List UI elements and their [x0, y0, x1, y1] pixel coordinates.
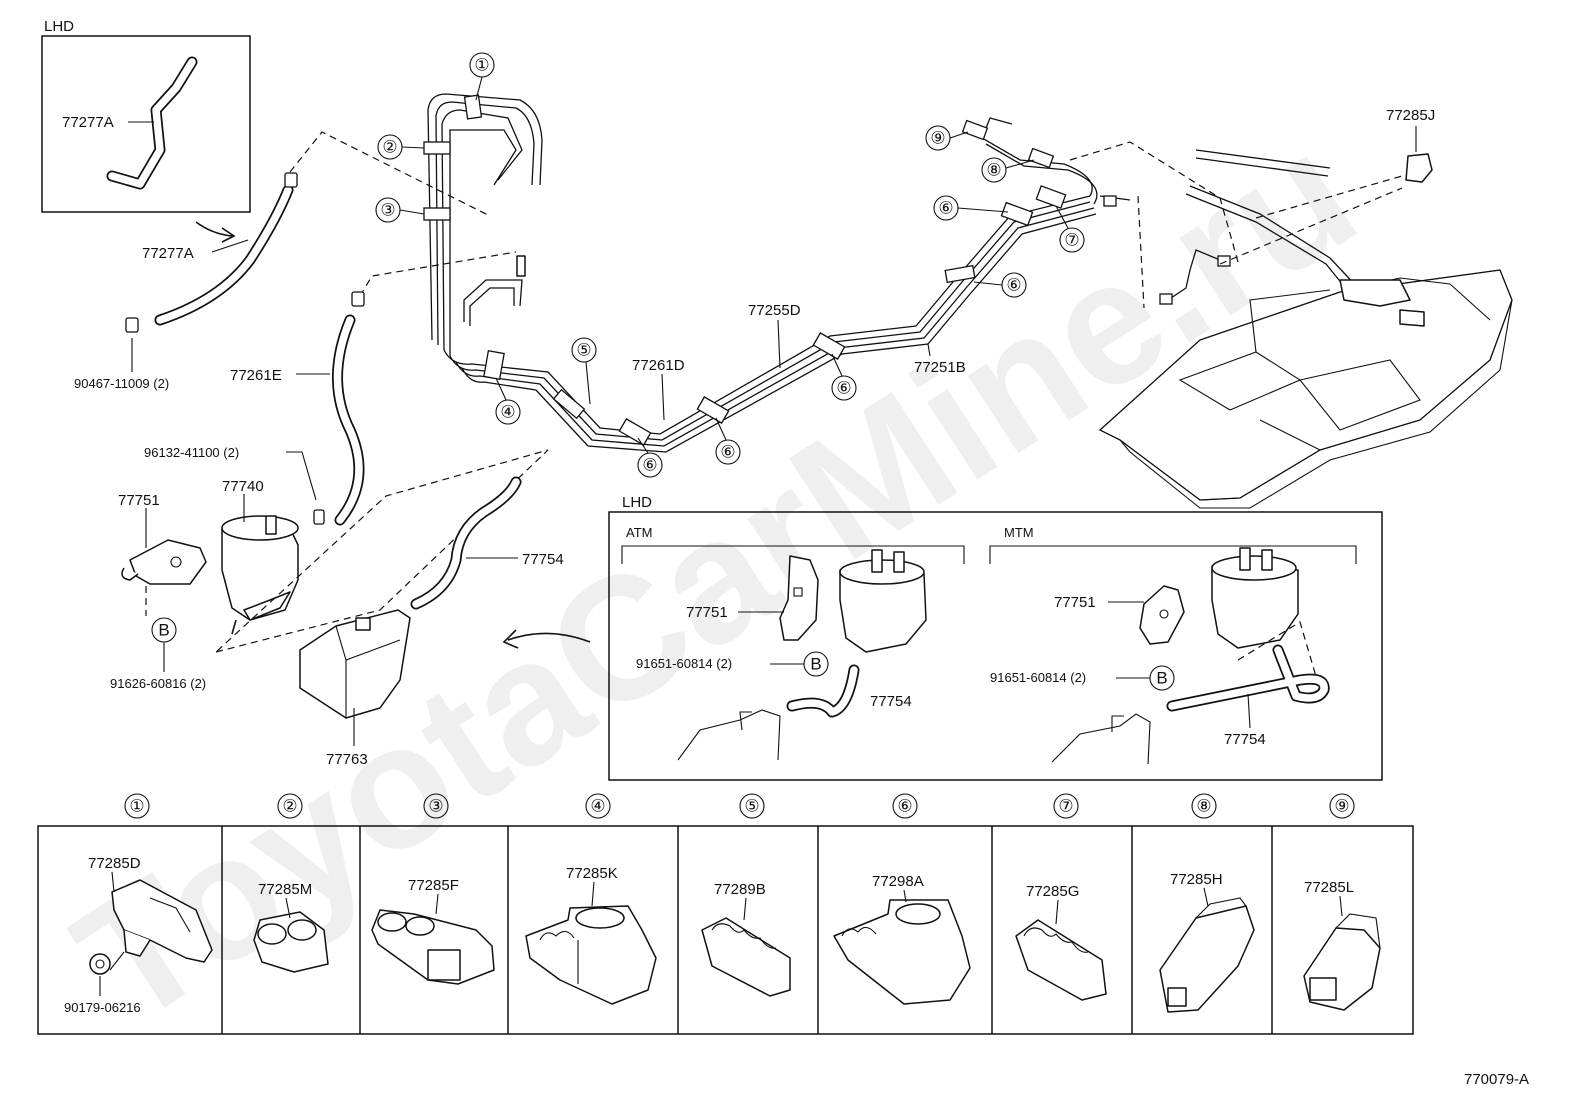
part-label-77763: 77763 — [326, 751, 368, 768]
reservoir-77763[interactable] — [299, 609, 411, 719]
svg-text:⑥: ⑥ — [720, 443, 735, 462]
svg-text:④: ④ — [500, 403, 515, 422]
hose-77277a[interactable] — [154, 184, 294, 326]
svg-text:⑧: ⑧ — [986, 161, 1001, 180]
part-label-77261d: 77261D — [632, 357, 685, 374]
svg-text:⑥: ⑥ — [836, 379, 851, 398]
mtm-canister[interactable] — [1211, 547, 1299, 649]
mtm-label-77751: 77751 — [1054, 594, 1096, 611]
part-label-77751: 77751 — [118, 492, 160, 509]
part-label-90467: 90467-11009 (2) — [74, 376, 169, 391]
hose-77277a-inset[interactable] — [106, 56, 198, 190]
mtm-bracket-77751[interactable] — [1139, 585, 1185, 645]
atm-canister[interactable] — [839, 549, 927, 653]
nut-90179-icon — [89, 953, 111, 975]
callouts: ① ② ③ ④ ⑤ ⑥ ⑥ ⑥ ⑥ ⑥ ⑦ ⑧ ⑨ — [375, 52, 1085, 478]
hose-77754[interactable] — [410, 476, 522, 610]
clamp-77285d[interactable] — [111, 879, 213, 963]
tank-pipes — [1099, 149, 1425, 327]
atm-label-77751: 77751 — [686, 604, 728, 621]
lhd-box-label: LHD — [622, 494, 652, 511]
part-label-77285d: 77285D — [88, 855, 141, 872]
atm-ref-b: B — [810, 655, 821, 674]
part-label-90179: 90179-06216 — [64, 1000, 141, 1015]
atm-hose-77754[interactable] — [786, 664, 860, 718]
lhd-inset-label: LHD — [44, 18, 74, 35]
clamp-table — [37, 825, 1414, 1035]
arrow-left-icon — [507, 632, 591, 643]
diagram-code: 770079-A — [1464, 1071, 1529, 1088]
mtm-label-91651: 91651-60814 (2) — [990, 670, 1086, 685]
svg-text:⑧: ⑧ — [1196, 797, 1211, 816]
part-label-77285k: 77285K — [566, 865, 618, 882]
hose-clip-icon — [125, 317, 139, 333]
svg-text:⑥: ⑥ — [897, 797, 912, 816]
svg-text:⑦: ⑦ — [1064, 231, 1079, 250]
svg-text:⑤: ⑤ — [744, 797, 759, 816]
svg-text:①: ① — [474, 56, 489, 75]
part-label-77289b: 77289B — [714, 881, 766, 898]
part-label-77285m: 77285M — [258, 881, 312, 898]
clamp-77285m[interactable] — [253, 911, 329, 973]
clamp-77285h[interactable] — [1159, 897, 1255, 1013]
canister-77740[interactable] — [221, 515, 299, 635]
part-label-77255d: 77255D — [748, 302, 801, 319]
part-label-77285j: 77285J — [1386, 107, 1435, 124]
part-label-77285l: 77285L — [1304, 879, 1354, 896]
part-label-77298a: 77298A — [872, 873, 924, 890]
clamp-77285l[interactable] — [1303, 913, 1381, 1011]
lhd-inset: LHD 77277A — [41, 18, 251, 213]
clamp-77298a[interactable] — [833, 899, 971, 1005]
part-label-77261e: 77261E — [230, 367, 282, 384]
atm-label-91651: 91651-60814 (2) — [636, 656, 732, 671]
part-label-96132: 96132-41100 (2) — [144, 445, 239, 460]
svg-text:⑦: ⑦ — [1058, 797, 1073, 816]
atm-bracket-77751[interactable] — [779, 555, 819, 641]
part-label-77740: 77740 — [222, 478, 264, 495]
svg-text:⑤: ⑤ — [576, 341, 591, 360]
clamp-77285g[interactable] — [1015, 919, 1107, 1001]
part-label-91626: 91626-60816 (2) — [110, 676, 206, 691]
clamp-77285k[interactable] — [525, 905, 657, 1005]
svg-text:③: ③ — [380, 201, 395, 220]
mtm-hose-77754[interactable] — [1166, 644, 1330, 712]
hose-clip-icon — [284, 172, 298, 188]
part-label-77754: 77754 — [522, 551, 564, 568]
mtm-label-77754: 77754 — [1224, 731, 1266, 748]
mtm-label: MTM — [1004, 525, 1034, 540]
part-label-77285f: 77285F — [408, 877, 459, 894]
svg-text:②: ② — [282, 797, 297, 816]
curved-arrow-icon — [195, 221, 233, 237]
svg-text:⑨: ⑨ — [1334, 797, 1349, 816]
part-label-77251b: 77251B — [914, 359, 966, 376]
atm-label-77754: 77754 — [870, 693, 912, 710]
mtm-ref-b: B — [1156, 669, 1167, 688]
atm-label: ATM — [626, 525, 652, 540]
clamp-77285f[interactable] — [371, 909, 495, 985]
lhd-box — [608, 511, 1383, 781]
fuel-lines[interactable] — [427, 93, 1098, 453]
svg-text:⑥: ⑥ — [1006, 276, 1021, 295]
part-label-77277a-inset: 77277A — [62, 114, 114, 131]
svg-text:⑥: ⑥ — [642, 456, 657, 475]
part-label-77277a: 77277A — [142, 245, 194, 262]
svg-text:④: ④ — [590, 797, 605, 816]
clip-77285j[interactable] — [1405, 153, 1433, 183]
part-label-77285h: 77285H — [1170, 871, 1223, 888]
clamp-77289b[interactable] — [701, 917, 791, 997]
svg-text:⑨: ⑨ — [930, 129, 945, 148]
ref-b-label: B — [158, 621, 169, 640]
clamp-bands — [423, 94, 1067, 446]
hose-clip-icon — [351, 291, 365, 307]
bracket-77751[interactable] — [121, 539, 207, 585]
hose-77261e[interactable] — [332, 314, 365, 526]
hose-clip-icon — [313, 509, 325, 525]
svg-text:②: ② — [382, 138, 397, 157]
svg-text:③: ③ — [428, 797, 443, 816]
part-label-77285g: 77285G — [1026, 883, 1079, 900]
clamp-table-headers: ① ② ③ ④ ⑤ ⑥ ⑦ ⑧ ⑨ — [124, 793, 1355, 819]
svg-text:⑥: ⑥ — [938, 199, 953, 218]
svg-text:①: ① — [129, 797, 144, 816]
